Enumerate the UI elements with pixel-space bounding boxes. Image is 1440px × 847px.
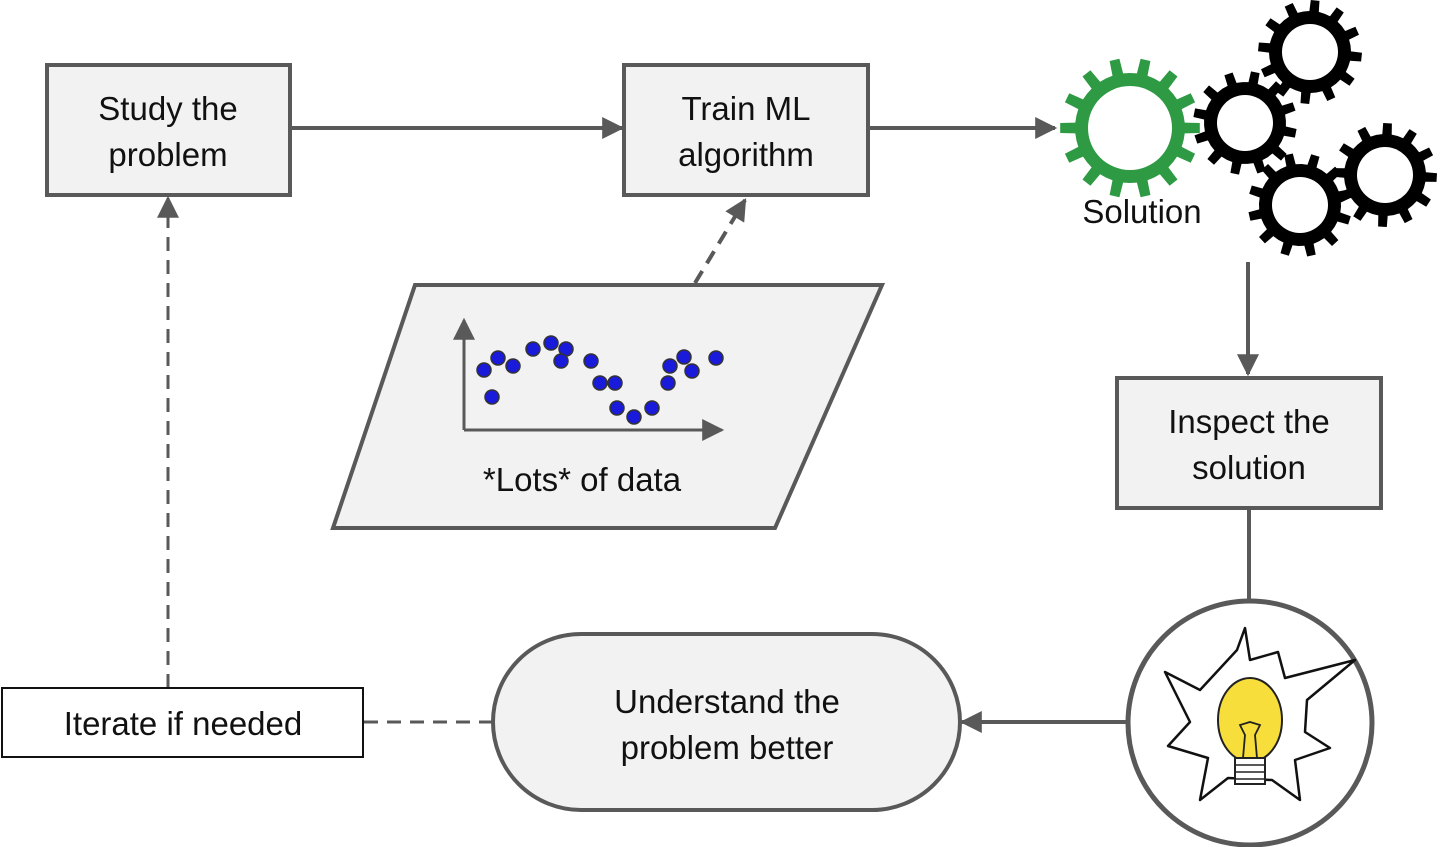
inspect-label-line2: solution xyxy=(1192,449,1306,486)
solution-label: Solution xyxy=(1082,193,1201,230)
scatter-point xyxy=(660,375,676,391)
inspect-label-line1: Inspect the xyxy=(1168,403,1329,440)
scatter-point xyxy=(525,341,541,357)
scatter-point xyxy=(490,350,506,366)
scatter-point xyxy=(684,363,700,379)
train-label-line2: algorithm xyxy=(678,136,814,173)
study-label-line2: problem xyxy=(108,136,227,173)
scatter-plot-icon xyxy=(453,317,725,441)
data-label: *Lots* of data xyxy=(483,461,682,498)
scatter-point xyxy=(607,375,623,391)
study-label-line1: Study the xyxy=(98,90,237,127)
gear-black-icon xyxy=(1193,71,1297,175)
arrow-data-to-train xyxy=(693,198,747,285)
inspect-solution-box: Inspect the solution xyxy=(1115,376,1383,510)
scatter-point xyxy=(505,358,521,374)
scatter-point xyxy=(543,335,559,351)
scatter-point xyxy=(484,389,500,405)
gear-black-icon xyxy=(1248,153,1352,257)
gear-black-icon xyxy=(1333,123,1437,227)
scatter-point xyxy=(476,362,492,378)
study-problem-box: Study the problem xyxy=(45,63,292,197)
gear-green-icon xyxy=(1060,58,1200,198)
iterate-box: Iterate if needed xyxy=(1,687,364,758)
understand-label-line2: problem better xyxy=(621,729,834,766)
lightbulb-icon xyxy=(1125,598,1375,847)
data-parallelogram: *Lots* of data xyxy=(330,283,886,530)
scatter-point xyxy=(644,400,660,416)
scatter-point xyxy=(592,375,608,391)
train-label-line1: Train ML xyxy=(682,90,811,127)
train-algorithm-box: Train ML algorithm xyxy=(622,63,870,197)
iterate-label: Iterate if needed xyxy=(64,705,303,742)
scatter-point xyxy=(708,350,724,366)
understand-problem-box: Understand the problem better xyxy=(491,632,962,812)
scatter-point xyxy=(662,358,678,374)
scatter-point xyxy=(583,353,599,369)
gear-black-icon xyxy=(1258,0,1362,104)
understand-label-line1: Understand the xyxy=(614,683,840,720)
scatter-point xyxy=(609,400,625,416)
scatter-point xyxy=(676,349,692,365)
gears-icon xyxy=(1060,0,1437,257)
scatter-point xyxy=(626,409,642,425)
scatter-point xyxy=(553,353,569,369)
